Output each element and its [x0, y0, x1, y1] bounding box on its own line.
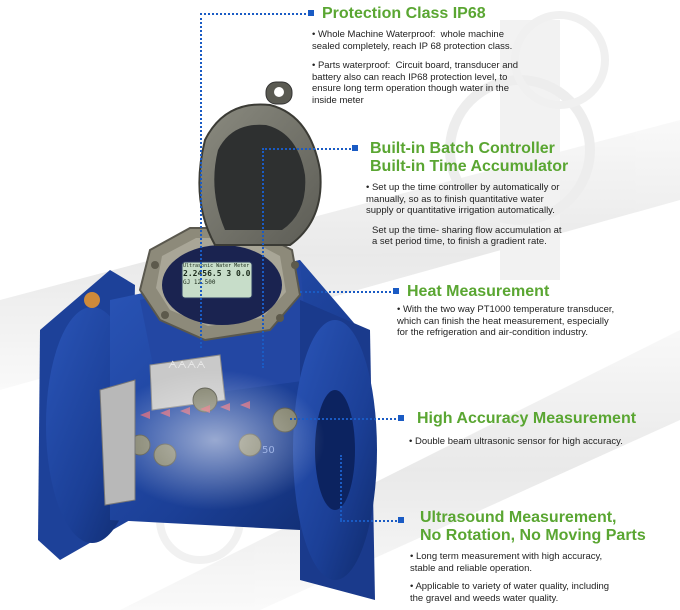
feature-heat-measurement: Heat Measurement • With the two way PT10…	[397, 283, 614, 339]
feature-title: Heat Measurement	[407, 283, 550, 300]
feature-text: • Parts waterproof: Circuit board, trans…	[312, 60, 519, 106]
feature-text: • Double beam ultrasonic sensor for high…	[409, 436, 623, 447]
feature-protection-class: Protection Class IP68 • Whole Machine Wa…	[312, 5, 518, 106]
feature-text: • With the two way PT1000 temperature tr…	[397, 304, 615, 338]
feature-batch-controller: Built-in Batch Controller Built-in Time …	[366, 140, 569, 248]
feature-text: • Long term measurement with high accura…	[410, 551, 603, 574]
feature-title: High Accuracy Measurement	[417, 410, 637, 427]
feature-text: • Set up the time controller by automati…	[366, 182, 560, 216]
feature-title: Protection Class IP68	[322, 5, 486, 22]
meter-plate-text: ᗅᗅᗅᗅ	[168, 360, 206, 371]
feature-title: Ultrasound Measurement, No Rotation, No …	[420, 509, 646, 544]
lcd-unit: GJ 12.500	[183, 279, 216, 286]
feature-high-accuracy: High Accuracy Measurement • Double beam …	[409, 410, 637, 448]
feature-ultrasound: Ultrasound Measurement, No Rotation, No …	[410, 509, 646, 604]
feature-text: • Whole Machine Waterproof: whole machin…	[312, 29, 513, 52]
open-lid	[198, 81, 322, 246]
register-head	[138, 227, 302, 342]
lcd-display: Ultrasonic Water Meter 2.2456.5 3 0.0 GJ…	[183, 263, 253, 299]
feature-text: • Applicable to variety of water quality…	[410, 581, 610, 604]
lcd-reading: 2.2456.5 3 0.0	[183, 269, 251, 278]
flange-mark: 50	[262, 445, 275, 456]
feature-text: Set up the time- sharing flow accumulati…	[372, 224, 562, 248]
lcd-header: Ultrasonic Water Meter	[183, 263, 250, 269]
feature-title: Built-in Batch Controller Built-in Time …	[370, 140, 569, 175]
